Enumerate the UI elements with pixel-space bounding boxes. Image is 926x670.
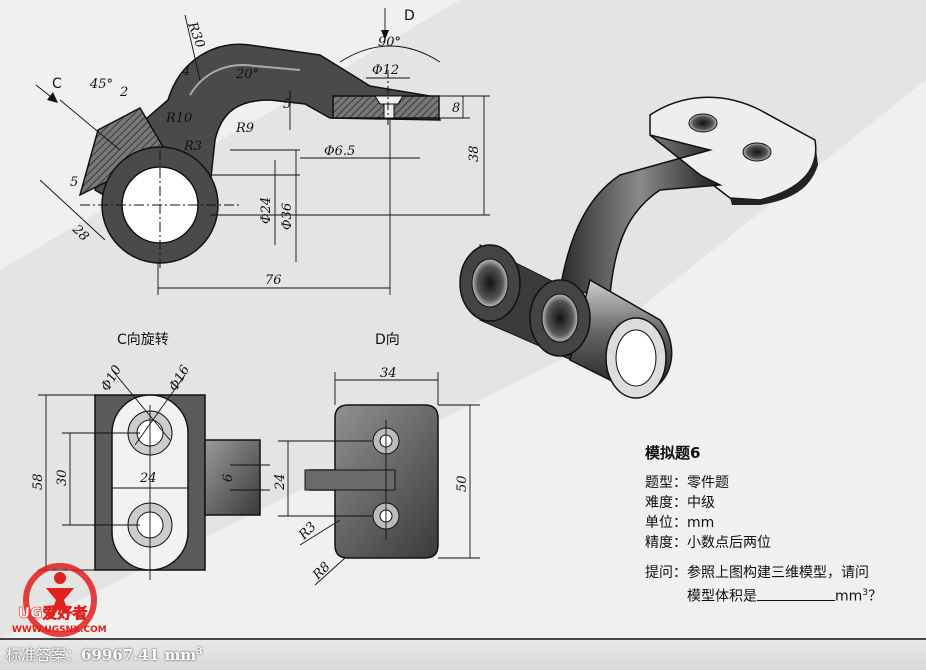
dim-phi6-5: Φ6.5 [324,144,355,159]
logo-ring [23,563,97,637]
c-view-title: C向旋转 [117,332,169,348]
dim-r10: R10 [165,111,192,126]
dim-phi12: Φ12 [372,63,399,78]
dim-4: 4 [181,64,190,79]
dim-phi36: Φ36 [280,203,295,230]
c-dim-30: 30 [55,469,70,486]
answer-value: 69967.41 mm [81,646,197,664]
d-dim-r3: R3 [296,519,320,543]
countersink-hole [374,95,404,119]
c-view: C向旋转 Φ10 Φ16 58 30 24 6 [31,332,270,580]
d-dim-r8: R8 [310,559,334,583]
main-view: D C R30 90° 45° 4 20° 2 Φ12 R10 R9 R3 5 … [35,8,490,295]
arrow-d-label: D [404,8,415,24]
dim-8: 8 [452,101,460,116]
problem-prompt: 提问：参照上图构建三维模型，请问 模型体积是 mm3？ [645,563,921,607]
d-dim-34: 34 [380,366,397,381]
d-arm [304,469,396,491]
problem-title: 模拟题6 [645,444,701,462]
dim-angle-45: 45° [89,77,113,92]
c-dimension-lines [38,369,270,580]
problem-row: 难度：中级 [645,493,921,513]
iso-boss-1-hole [471,258,509,308]
main-dimension-lines [35,8,490,295]
iso-hole-1 [688,113,718,133]
dim-2: 2 [119,85,128,100]
dim-phi24: Φ24 [259,197,274,224]
standard-answer: 标准答案：69967.41 mm3 [6,644,203,665]
d-dim-50: 50 [455,475,470,492]
problem-row: 题型：零件题 [645,473,921,493]
d-dimension-lines [278,372,480,586]
logo-brand: UG爱好者 [18,604,88,622]
arrow-c-label: C [52,76,62,92]
prompt-line-2: 模型体积是 [687,588,757,605]
answer-blank [757,586,835,601]
dim-38: 38 [467,145,482,162]
dim-5-top: 5 [283,97,291,112]
row-key: 题型： [645,475,687,491]
iso-flange-edge [730,140,818,205]
dim-r9: R9 [235,121,254,136]
dim-angle-90: 90° [378,35,401,50]
isometric-view [459,96,818,399]
footer-bar: 标准答案：69967.41 mm3 [0,638,926,670]
row-value: mm [687,515,715,531]
iso-hole-2 [742,142,772,162]
logo-figure-head [54,572,66,584]
dim-r3: R3 [183,139,202,154]
row-key: 精度： [645,535,687,551]
dim-r30: R30 [184,19,207,50]
dim-76: 76 [265,273,282,288]
dim-5: 5 [70,175,78,190]
iso-boss-2-hole [541,293,579,343]
prompt-unit: mm [835,588,863,605]
problem-row: 单位：mm [645,513,921,533]
arrow-c-head [47,92,58,103]
c-dim-6: 6 [221,474,236,482]
c-dim-58: 58 [31,473,46,490]
answer-exp: 3 [196,647,203,657]
row-value: 小数点后两位 [687,535,771,551]
row-key: 难度： [645,495,687,511]
d-view-title: D向 [375,332,400,348]
arrow-d-head [381,30,389,40]
prompt-line-1: 参照上图构建三维模型，请问 [687,565,869,581]
c-dim-24: 24 [139,471,157,486]
logo-figure-body [46,588,74,616]
answer-label: 标准答案： [6,646,82,664]
row-value: 中级 [687,495,715,511]
row-key: 单位： [645,515,687,531]
row-value: 零件题 [687,475,729,491]
logo-url: WWW.UGSNX.COM [12,625,107,635]
ug-logo: UG爱好者 WWW.UGSNX.COM [12,563,107,637]
prompt-key: 提问： [645,565,687,581]
prompt-end: ？ [868,588,883,605]
arm-highlight [189,64,301,96]
iso-tube-bore [615,329,657,387]
dim-angle-20: 20° [235,67,259,82]
problem-row: 精度：小数点后两位 [645,533,921,553]
d-dim-24: 24 [273,473,288,491]
c-side-tab [204,439,261,516]
prompt-unit-exp: 3 [862,588,869,598]
